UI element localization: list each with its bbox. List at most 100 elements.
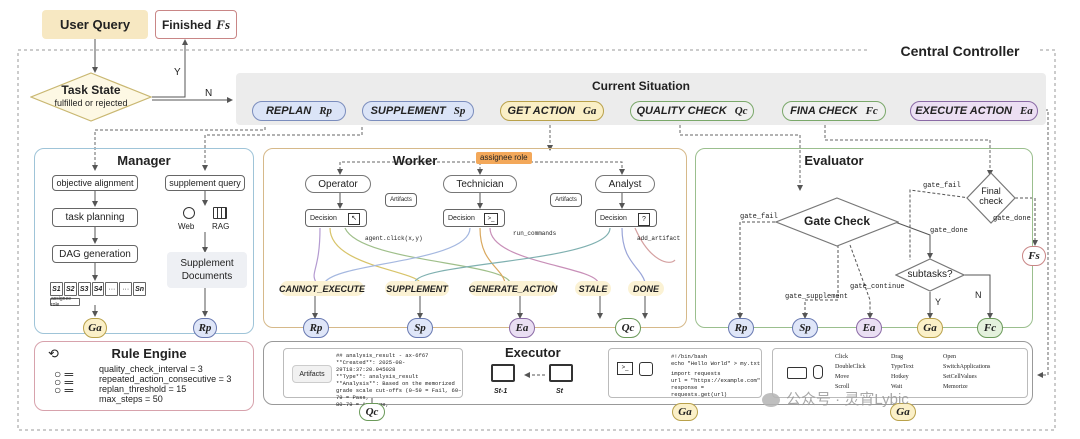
action-open: Open	[943, 354, 956, 360]
gate-done-label: gate_done	[930, 227, 968, 235]
state-prev-label: St-1	[494, 388, 508, 395]
manager-out-rp[interactable]: Rp	[193, 318, 217, 338]
evaluator-out-ga[interactable]: Ga	[917, 318, 943, 338]
situation-replan[interactable]: REPLAN Rp	[252, 101, 346, 121]
situation-replan-tag: Rp	[319, 105, 333, 117]
executor-title: Executor	[505, 345, 561, 360]
gate-supplement-label: gate_supplement	[785, 293, 849, 301]
finished-box[interactable]: Finished Fs	[155, 10, 237, 39]
subtask-sn: Sn	[133, 282, 147, 296]
rule-replan-threshold: replan_threshold = 15	[99, 384, 187, 394]
technician-decision-label: Decision	[448, 214, 475, 222]
analyst-decision-label: Decision	[600, 214, 627, 222]
rule-max-steps: max_steps = 50	[99, 394, 163, 404]
task-state-label: Task State	[61, 83, 121, 97]
worker-analyst: Analyst	[595, 175, 655, 193]
user-query-box[interactable]: User Query	[42, 10, 148, 39]
python-icon	[639, 362, 653, 376]
shell-line-6: response = requests.get(url)	[671, 384, 728, 398]
task-state-yes: Y	[174, 67, 181, 78]
worker-out-ea[interactable]: Ea	[509, 318, 535, 338]
wechat-watermark: 公众号 · 灵宵Lybic	[762, 388, 909, 409]
shell-script-card: >_ #!/bin/bash echo "Hello World" > my.t…	[608, 348, 762, 398]
rule-lines: quality_check_interval = 3 repeated_acti…	[99, 364, 231, 404]
current-situation-title: Current Situation	[592, 79, 690, 93]
evaluator-out-sp[interactable]: Sp	[792, 318, 818, 338]
supplement-documents-line2: Documents	[181, 271, 233, 282]
list-icon: ○ ═○ ═○ ═	[54, 367, 74, 397]
report-line-3: **Type**: analysis_result	[336, 373, 419, 380]
worker-out-rp[interactable]: Rp	[303, 318, 329, 338]
worker-out-sp[interactable]: Sp	[407, 318, 433, 338]
manager-title: Manager	[117, 153, 171, 168]
rule-engine-panel: Rule Engine	[34, 341, 254, 411]
task-state-no: N	[205, 88, 213, 99]
objective-alignment-box: objective alignment	[52, 175, 138, 191]
rule-quality-check-interval: quality_check_interval = 3	[99, 364, 203, 374]
action-switchapplications: SwitchApplications	[943, 364, 991, 370]
central-controller-title: Central Controller	[900, 43, 1020, 59]
operator-artifacts: Artifacts	[385, 193, 417, 207]
document-question-icon: ?	[638, 213, 650, 226]
analyst-artifacts: Artifacts	[550, 193, 582, 207]
situation-get-action[interactable]: GET ACTION Ga	[500, 101, 604, 121]
situation-supplement-label: SUPPLEMENT	[370, 105, 446, 117]
state-cur-label: St	[556, 388, 563, 395]
artifact-report-card: Artifacts ## analysis_result - ax-6f67 *…	[283, 348, 463, 408]
gate-check-label: Gate Check	[803, 214, 871, 228]
subtasks-no: N	[975, 290, 982, 300]
task-planning-box: task planning	[52, 208, 138, 227]
action-doubleclick: DoubleClick	[835, 364, 866, 370]
situation-supplement[interactable]: SUPPLEMENT Sp	[362, 101, 474, 121]
situation-get-action-label: GET ACTION	[507, 105, 575, 117]
wechat-icon	[762, 393, 780, 408]
action-wait: Wait	[891, 384, 903, 390]
outcome-cannot-execute: CANNOT_EXECUTE	[279, 281, 365, 296]
outcome-supplement: SUPPLEMENT	[385, 281, 449, 296]
finished-tag: Fs	[216, 16, 231, 32]
situation-supplement-tag: Sp	[453, 105, 466, 117]
subtasks-yes: Y	[935, 297, 942, 307]
executor-out-ga-2[interactable]: Ga	[890, 403, 916, 421]
supplement-documents-line1: Supplement	[180, 258, 234, 269]
supplement-documents-box: Supplement Documents	[167, 252, 247, 288]
worker-out-qc[interactable]: Qc	[615, 318, 641, 338]
action-move: Move	[835, 374, 849, 380]
evaluator-out-fc[interactable]: Fc	[977, 318, 1003, 338]
final-check-line2: check	[979, 196, 1003, 206]
situation-replan-label: REPLAN	[265, 105, 312, 117]
shell-line-5: url = "https://example.com"	[671, 377, 761, 384]
executor-out-qc[interactable]: Qc	[359, 403, 385, 421]
subtask-s4: S4	[91, 282, 105, 296]
worker-operator: Operator	[305, 175, 371, 193]
subtask-ellipsis-2: ···	[119, 282, 133, 296]
gate-fail-label: gate_fail	[740, 213, 778, 221]
subtask-s2: S2	[63, 282, 77, 296]
evaluator-out-ea[interactable]: Ea	[856, 318, 882, 338]
evaluator-out-fs[interactable]: Fs	[1022, 246, 1046, 266]
add-artifact-label: add_artifact	[637, 235, 681, 242]
manager-out-ga[interactable]: Ga	[83, 318, 107, 338]
rule-engine-title: Rule Engine	[111, 346, 187, 361]
report-line-2: **Created**: 2025-08-29T18:37:20.945028	[336, 359, 406, 373]
gate-continue-label: gate_continue	[850, 283, 905, 291]
final-check-line1: Final	[981, 186, 1001, 196]
executor-out-ga-1[interactable]: Ga	[672, 403, 698, 421]
rag-book-icon	[213, 207, 227, 219]
assignee-role-tag: assignee role	[50, 296, 80, 308]
analyst-decision: Decision ?	[595, 209, 657, 227]
action-drag: Drag	[891, 354, 903, 360]
outcome-stale: STALE	[575, 281, 611, 296]
subtask-s3: S3	[77, 282, 91, 296]
situation-get-action-tag: Ga	[582, 105, 597, 117]
situation-fina-check-label: FINA CHECK	[790, 105, 858, 117]
action-scroll: Scroll	[835, 384, 850, 390]
dag-generation-box: DAG generation	[52, 245, 138, 263]
worker-title: Worker	[392, 153, 438, 168]
keyboard-icon	[787, 367, 807, 379]
terminal-icon: >_	[484, 213, 498, 225]
evaluator-out-rp[interactable]: Rp	[728, 318, 754, 338]
